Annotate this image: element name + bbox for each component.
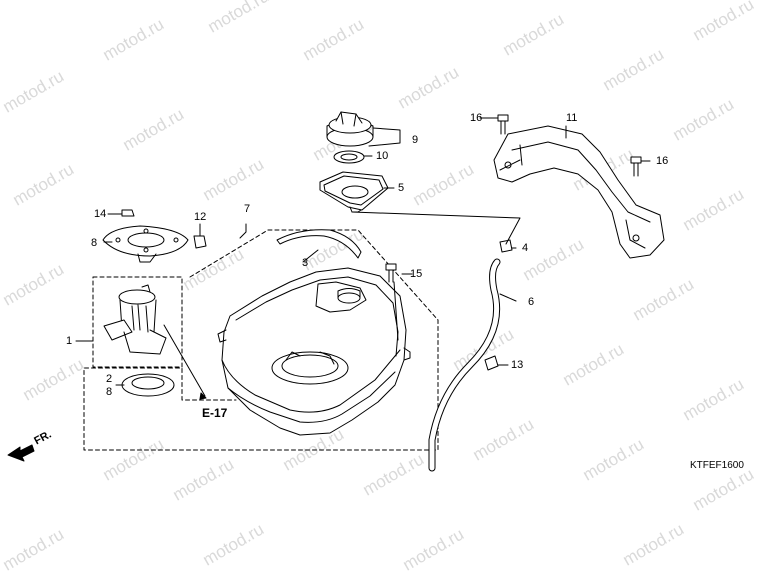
fuel-pump (103, 284, 167, 355)
callout-1: 1 (66, 335, 73, 347)
callout-8: 8 (106, 386, 113, 398)
fuel-cap (326, 111, 374, 147)
diagram-code: KTFEF1600 (690, 460, 744, 471)
callout-16: 16 (470, 112, 483, 124)
callout-12: 12 (194, 211, 207, 223)
leader-e17 (163, 324, 206, 397)
leader-7 (239, 223, 247, 239)
callout-15: 15 (410, 268, 423, 280)
pump-plate (102, 225, 189, 263)
callout-16: 16 (656, 155, 669, 167)
cap-gasket (333, 150, 365, 164)
callout-5: 5 (398, 182, 405, 194)
leader-6 (499, 293, 517, 302)
callout-4: 4 (522, 242, 529, 254)
fuel-pump-group-outline (92, 276, 183, 368)
leader-3 (302, 249, 319, 263)
bolt-16-right (630, 156, 642, 177)
leader-15-tank (393, 281, 399, 341)
bolt-16-left (497, 114, 509, 135)
pump-seal (121, 373, 175, 397)
tank-band (276, 229, 362, 259)
clip-4 (499, 239, 513, 253)
callout-10: 10 (376, 150, 389, 162)
callout-6: 6 (528, 296, 535, 308)
bolt-15 (385, 263, 397, 283)
callout-7: 7 (244, 203, 251, 215)
clip-13 (484, 355, 499, 371)
callout-13: 13 (511, 359, 524, 371)
callout-14: 14 (94, 208, 107, 220)
tank-bracket (493, 125, 665, 259)
callout-8: 8 (91, 237, 98, 249)
leader-9 (368, 127, 401, 147)
callout-9: 9 (412, 134, 419, 146)
front-arrow-icon (7, 444, 35, 462)
fuel-tank (217, 267, 411, 436)
callout-2: 2 (106, 373, 113, 385)
clip-12 (193, 235, 207, 249)
leader-5-4 (351, 211, 521, 245)
filler-tray (319, 171, 389, 213)
callout-3: 3 (302, 257, 309, 269)
callout-11: 11 (566, 112, 578, 124)
nut-14 (121, 209, 135, 217)
section-reference: E-17 (202, 406, 228, 420)
